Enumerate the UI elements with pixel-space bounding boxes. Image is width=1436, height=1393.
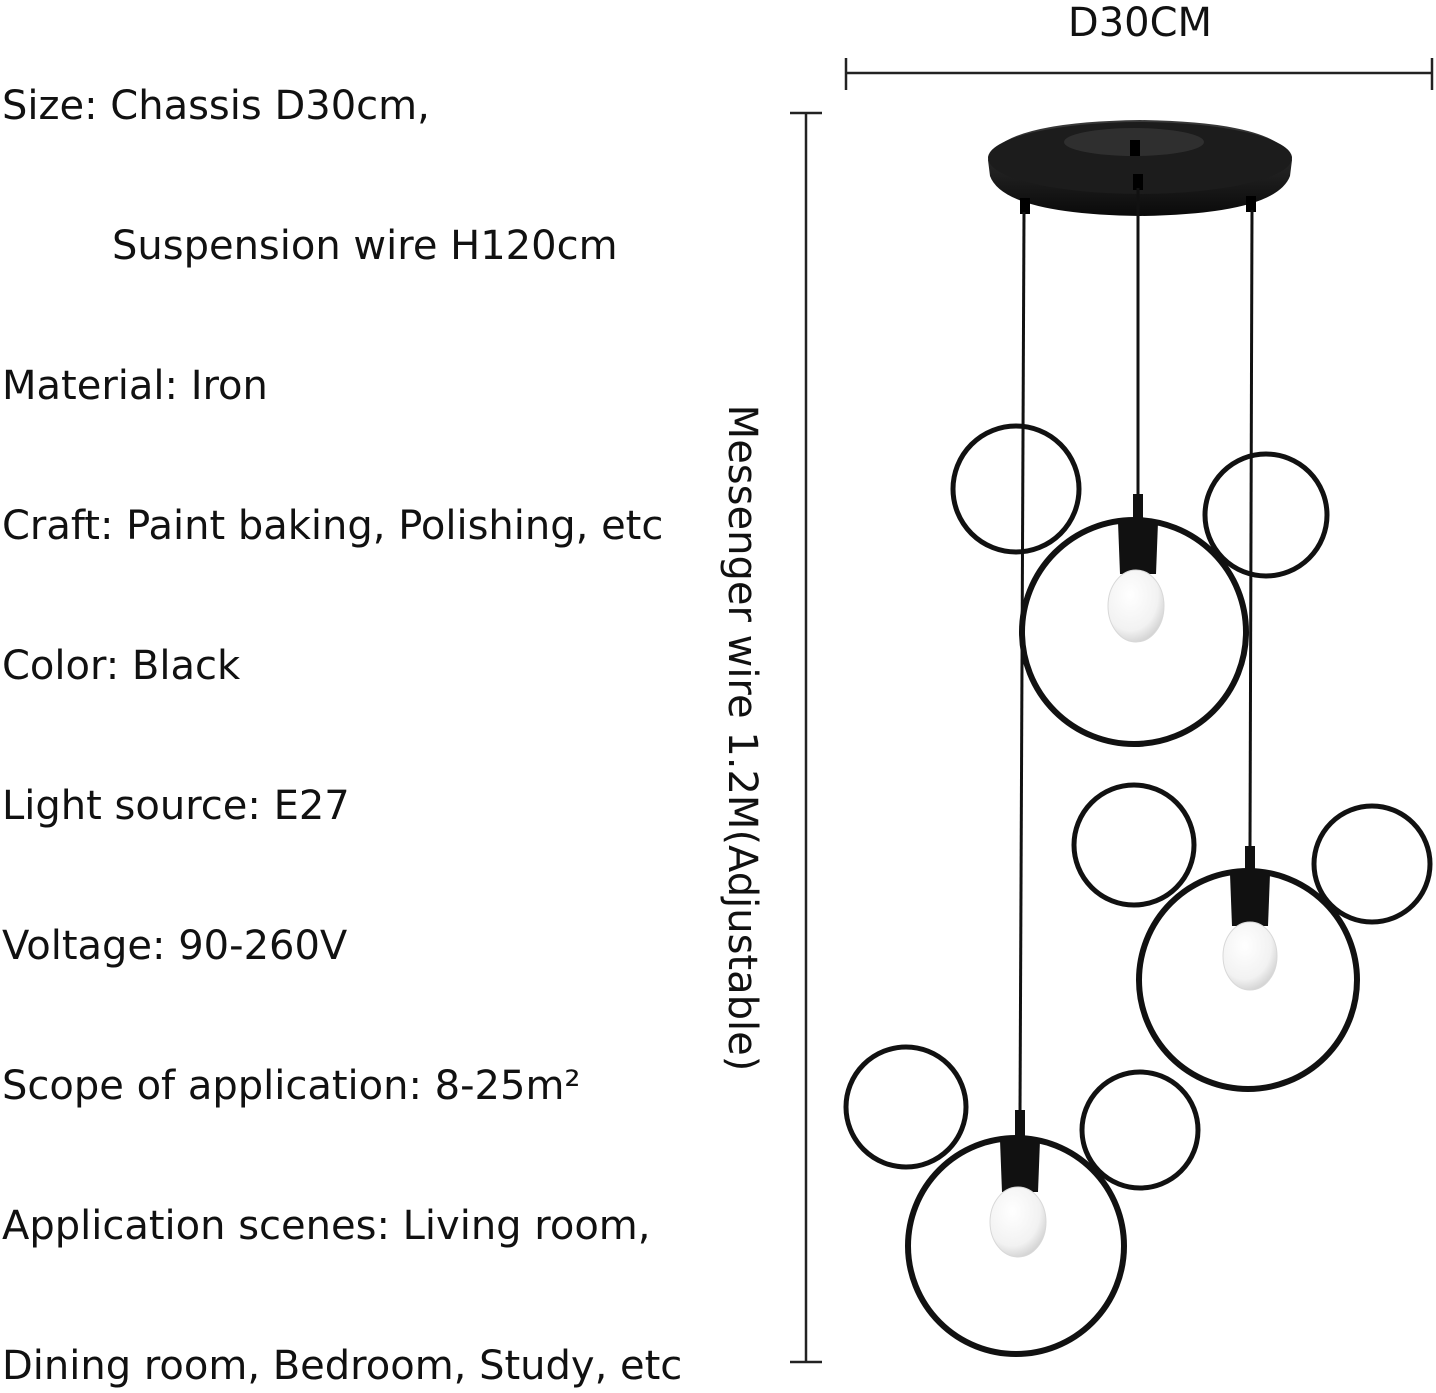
spec-voltage: Voltage: 90-260V [2,923,348,969]
suspension-wires [1018,188,1254,1115]
dimension-height-line [790,111,822,1364]
dimension-width-line [844,58,1434,90]
dimension-width-label: D30CM [1067,0,1213,46]
spec-size: Size: Chassis D30cm, [2,83,430,129]
pendant-bottom [843,1044,1201,1357]
spec-craft: Craft: Paint baking, Polishing, etc [2,503,664,549]
spec-scope: Scope of application: 8-25m² [2,1063,581,1109]
spec-scenes-line2: Dining room, Bedroom, Study, etc [2,1343,683,1389]
spec-light-source: Light source: E27 [2,783,350,829]
spec-suspension: Suspension wire H120cm [112,223,618,269]
ceiling-canopy [988,120,1292,216]
pendant-middle [1071,782,1433,1092]
pendant-top [950,423,1330,747]
spec-material: Material: Iron [2,363,268,409]
spec-scenes-line1: Application scenes: Living room, [2,1203,651,1249]
spec-color: Color: Black [2,643,241,689]
